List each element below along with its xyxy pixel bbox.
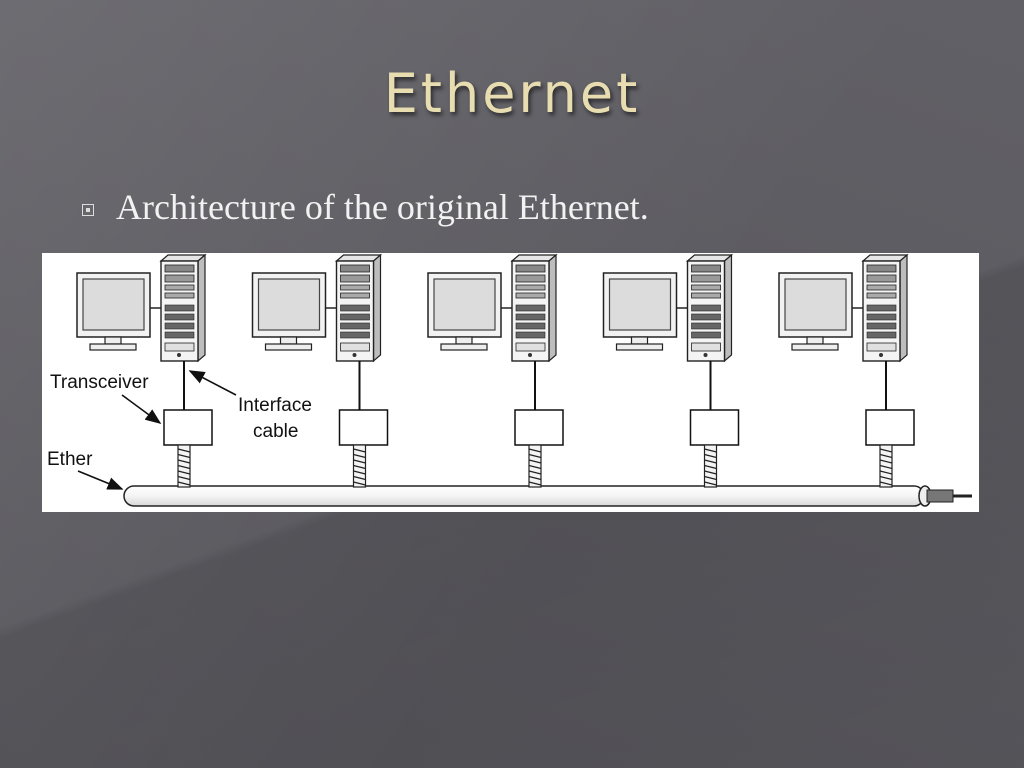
transceiver-box (338, 409, 389, 446)
interface-cable-coil (879, 444, 893, 488)
station (602, 253, 740, 488)
bullet-item: Architecture of the original Ethernet. (82, 186, 649, 228)
slide-title: Ethernet (383, 62, 641, 125)
ether-label: Ether (47, 449, 93, 470)
station (251, 253, 389, 488)
transceiver-box (689, 409, 740, 446)
transceiver-box (514, 409, 564, 446)
transceiver-box (163, 409, 213, 446)
ethernet-diagram: Transceiver Interface cable Ether (42, 253, 979, 512)
square-bullet-icon (82, 204, 94, 216)
transceiver-box (865, 409, 915, 446)
station (76, 253, 213, 488)
transceiver-label: Transceiver (50, 372, 149, 393)
server-tower-icon (510, 253, 558, 363)
interface-cable-coil (528, 444, 542, 488)
monitor-icon (427, 272, 512, 351)
interface-cable-label-line1: Interface (238, 395, 312, 416)
server-tower-icon (159, 253, 207, 363)
ethernet-diagram-svg: Transceiver Interface cable Ether (47, 253, 972, 507)
monitor-icon (251, 272, 337, 351)
station (427, 253, 564, 488)
transceiver-arrow (121, 394, 162, 424)
interface-cable-label-line2: cable (253, 421, 298, 442)
interface-cable-coil (177, 444, 191, 488)
ether-arrow (77, 470, 124, 490)
server-tower-icon (861, 253, 909, 363)
stations (76, 253, 915, 488)
monitor-icon (778, 272, 863, 351)
interface-cable-coil (352, 444, 367, 488)
interface-cable-arrow (188, 370, 237, 396)
bullet-text: Architecture of the original Ethernet. (116, 187, 649, 227)
interface-cable-coil (703, 444, 718, 488)
station (778, 253, 915, 488)
server-tower-icon (334, 253, 383, 363)
server-tower-icon (685, 253, 734, 363)
monitor-icon (602, 272, 688, 351)
monitor-icon (76, 272, 161, 351)
ether-cable (123, 485, 972, 507)
